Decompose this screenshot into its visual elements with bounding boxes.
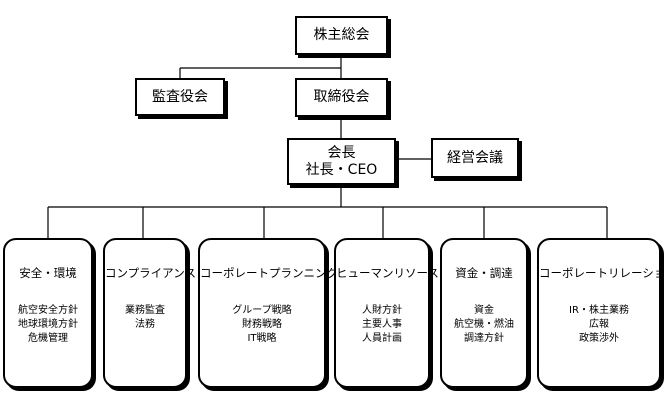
node-auditors: 監査役会 xyxy=(135,78,225,116)
department-title: 安全・環境 xyxy=(19,266,77,280)
department-item: 政策渉外 xyxy=(579,333,619,344)
department-items: IR・株主業務 広報 政策渉外 xyxy=(539,304,659,346)
department-items: 航空安全方針 地球環境方針 危機管理 xyxy=(5,304,91,346)
department-title: 資金・調達 xyxy=(455,266,513,280)
department-title: コーポレートリレーション xyxy=(539,266,667,280)
department-item: 地球環境方針 xyxy=(18,319,78,330)
node-management-council: 経営会議 xyxy=(431,138,519,178)
department-item: グループ戦略 xyxy=(232,305,292,316)
node-board-label: 取締役会 xyxy=(313,89,370,105)
department-item: 業務監査 xyxy=(125,305,165,316)
department-funding-procurement: 資金・調達 資金 航空機・燃油 調達方針 xyxy=(440,238,528,388)
department-items: 資金 航空機・燃油 調達方針 xyxy=(442,304,526,346)
node-shareholders-label: 株主総会 xyxy=(313,27,370,43)
department-items: グループ戦略 財務戦略 IT戦略 xyxy=(200,304,324,346)
department-item: 人員計画 xyxy=(362,333,402,344)
department-human-resources: ヒューマンリソース 人財方針 主要人事 人員計画 xyxy=(334,238,439,388)
department-items: 業務監査 法務 xyxy=(105,304,185,332)
department-item: 調達方針 xyxy=(464,333,504,344)
department-item: 資金 xyxy=(474,305,494,316)
department-item: 法務 xyxy=(135,319,155,330)
department-title: ヒューマンリソース xyxy=(336,266,439,280)
node-executives-label: 会長 社長・CEO xyxy=(305,144,378,178)
department-title: コーポレートプランニング xyxy=(200,266,338,280)
department-item: 主要人事 xyxy=(362,319,402,330)
department-item: 財務戦略 xyxy=(242,319,282,330)
department-corporate-planning: コーポレートプランニング グループ戦略 財務戦略 IT戦略 xyxy=(198,238,338,388)
department-item: 航空安全方針 xyxy=(18,305,78,316)
department-compliance: コンプライアンス 業務監査 法務 xyxy=(103,238,196,388)
department-item: 広報 xyxy=(589,319,609,330)
department-item: IR・株主業務 xyxy=(569,305,629,316)
node-shareholders: 株主総会 xyxy=(295,16,388,55)
department-title: コンプライアンス xyxy=(105,266,196,280)
department-item: 危機管理 xyxy=(28,333,68,344)
node-executives: 会長 社長・CEO xyxy=(287,138,396,185)
department-item: 人財方針 xyxy=(362,305,402,316)
node-board: 取締役会 xyxy=(295,78,388,117)
department-safety-environment: 安全・環境 航空安全方針 地球環境方針 危機管理 xyxy=(3,238,93,388)
department-item: 航空機・燃油 xyxy=(454,319,514,330)
node-management-council-label: 経営会議 xyxy=(447,149,503,166)
node-auditors-label: 監査役会 xyxy=(152,88,208,105)
department-item: IT戦略 xyxy=(247,333,277,344)
department-items: 人財方針 主要人事 人員計画 xyxy=(336,304,428,346)
department-corporate-relations: コーポレートリレーション IR・株主業務 広報 政策渉外 xyxy=(537,238,667,388)
